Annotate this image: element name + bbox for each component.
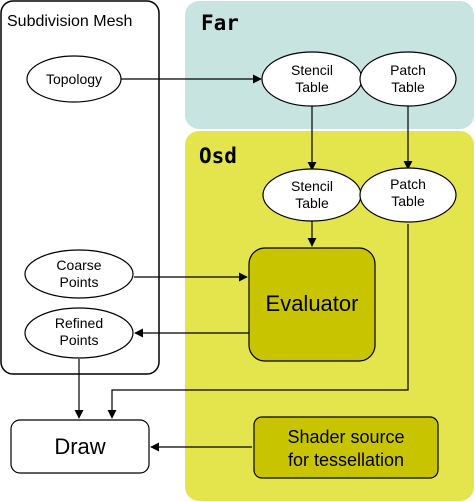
- refined-points-label-1: Refined: [55, 315, 103, 331]
- far-patch-table-label-2: Table: [391, 79, 425, 95]
- subdivision-mesh-title: Subdivision Mesh: [7, 13, 132, 30]
- far-stencil-table-label-1: Stencil: [291, 62, 333, 78]
- far-patch-table-label-1: Patch: [390, 62, 426, 78]
- far-stencil-table-label-2: Table: [295, 79, 329, 95]
- topology-label: Topology: [46, 71, 102, 87]
- osd-patch-table-label-2: Table: [391, 193, 425, 209]
- shader-source-label-2: for tessellation: [288, 450, 404, 470]
- topology-node: Topology: [26, 55, 122, 103]
- coarse-points-label-1: Coarse: [56, 257, 101, 273]
- coarse-points-node: Coarse Points: [24, 249, 134, 299]
- osd-stencil-table-label-1: Stencil: [291, 178, 333, 194]
- shader-source-label-1: Shader source: [287, 427, 404, 447]
- shader-source-node: Shader source for tessellation: [253, 416, 439, 479]
- evaluator-label: Evaluator: [266, 291, 359, 316]
- osd-patch-table-node: Patch Table: [359, 167, 457, 223]
- far-region-title: Far: [201, 11, 239, 35]
- osd-stencil-table-label-2: Table: [295, 195, 329, 211]
- far-patch-table-node: Patch Table: [359, 51, 457, 107]
- far-stencil-table-node: Stencil Table: [261, 51, 363, 107]
- evaluator-node: Evaluator: [248, 247, 376, 362]
- refined-points-node: Refined Points: [24, 307, 134, 359]
- osd-stencil-table-node: Stencil Table: [262, 168, 362, 222]
- arrow-patch-to-draw: [107, 224, 409, 419]
- osd-patch-table-label-1: Patch: [390, 176, 426, 192]
- draw-label: Draw: [54, 434, 105, 459]
- osd-region-title: Osd: [199, 144, 237, 168]
- draw-node: Draw: [10, 419, 150, 474]
- coarse-points-label-2: Points: [60, 274, 99, 290]
- refined-points-label-2: Points: [60, 332, 99, 348]
